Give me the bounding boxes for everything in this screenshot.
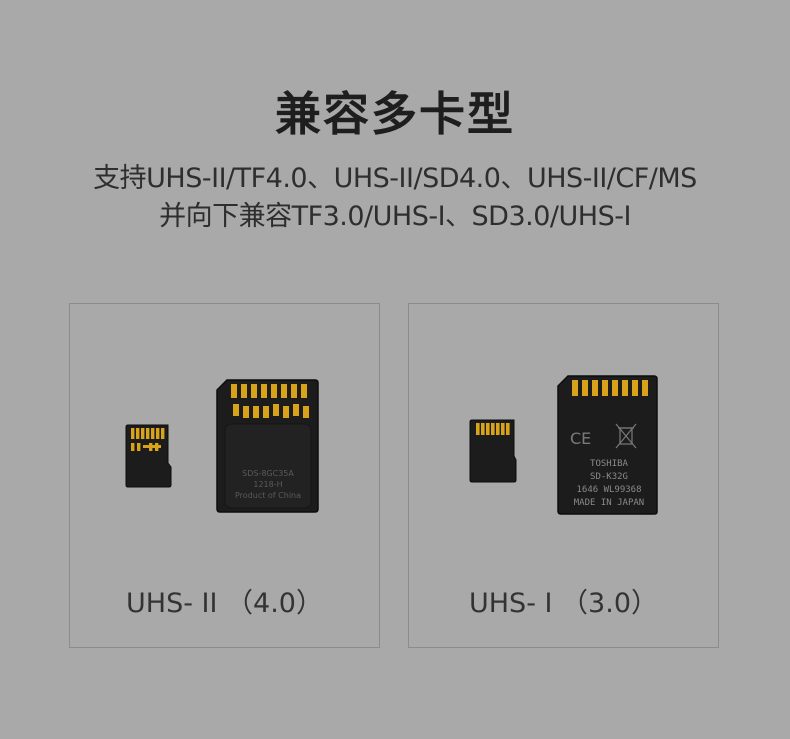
sd-card-brand: TOSHIBA (590, 459, 629, 469)
uhs-ii-label: UHS- II （4.0） (126, 588, 323, 619)
sd-card-text-1: SDS-8GC35A (242, 469, 294, 478)
subtitle-line-2: 并向下兼容TF3.0/UHS-I、SD3.0/UHS-I (159, 201, 631, 232)
microsd-card-image (125, 424, 172, 488)
sd-card-serial: 1646 WL99368 (576, 485, 641, 495)
uhs-i-label: UHS- I （3.0） (468, 588, 658, 619)
sd-card-text-3: Product of China (235, 491, 301, 500)
sd-card-image: SDS-8GC35A 1218-H Product of China (216, 379, 319, 513)
sd-card-image: CE TOSHIBA SD-K32G 1646 WL99368 MADE IN … (557, 375, 658, 515)
ce-mark-icon: CE (570, 429, 591, 448)
sd-card-text-2: 1218-H (253, 480, 282, 489)
weee-bin-icon (615, 423, 637, 449)
subtitle-line-1: 支持UHS-II/TF4.0、UHS-II/SD4.0、UHS-II/CF/MS (93, 163, 697, 194)
page-title: 兼容多卡型 (275, 87, 515, 141)
microsd-card-image (469, 419, 517, 483)
sd-card-model: SD-K32G (590, 472, 628, 482)
uhs-ii-panel: SDS-8GC35A 1218-H Product of China UHS- … (69, 303, 380, 648)
sd-card-origin: MADE IN JAPAN (574, 498, 644, 508)
uhs-i-panel: CE TOSHIBA SD-K32G 1646 WL99368 MADE IN … (408, 303, 719, 648)
